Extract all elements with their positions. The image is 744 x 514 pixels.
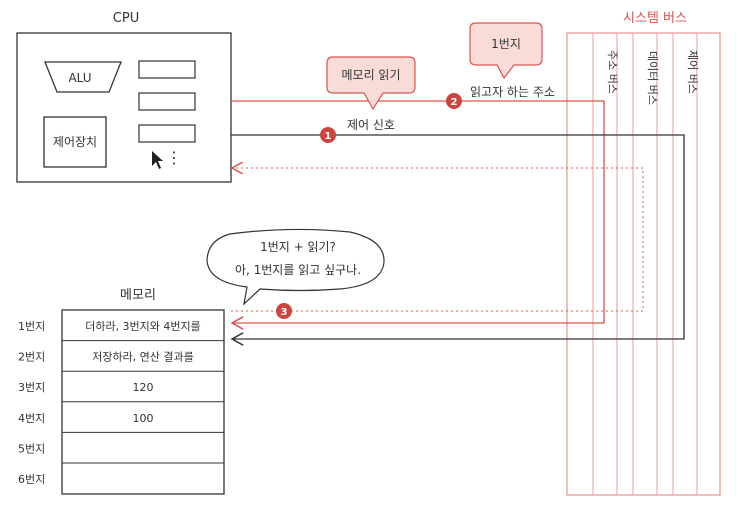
address-bubble-text: 1번지 — [491, 37, 521, 51]
alu-label: ALU — [68, 71, 91, 85]
step-1-marker — [320, 127, 336, 143]
control-unit-box — [43, 116, 107, 168]
control-signal-label: 제어 신호 — [347, 118, 395, 132]
control-signal-line — [231, 134, 685, 339]
address-signal-line — [231, 100, 605, 323]
memory-address-label: 3번지 — [18, 381, 45, 394]
register-3 — [138, 124, 196, 143]
step-1-number: 1 — [325, 131, 332, 142]
thought-line-2: 아, 1번지를 읽고 싶구나. — [235, 263, 361, 277]
memory-cell-value: 더하라, 3번지와 4번지를 — [85, 319, 201, 333]
step-2-number: 2 — [451, 97, 458, 108]
memory-read-bubble — [326, 56, 416, 111]
memory-address-label: 6번지 — [18, 473, 45, 486]
address-bubble — [469, 22, 543, 80]
memory-rows: 1번지 더하라, 3번지와 4번지를 2번지 저장하라, 연산 결과를 3번지 120 4번… — [18, 319, 224, 486]
data-bus-lane — [632, 32, 658, 496]
data-return-line — [231, 168, 644, 312]
address-bus-label: 주소 버스 — [606, 50, 619, 94]
memory-address-label: 5번지 — [18, 442, 45, 455]
memory-cell-value: 120 — [133, 381, 154, 394]
memory-cell-value: 100 — [133, 412, 154, 425]
data-bus-label: 데이터 버스 — [646, 51, 659, 105]
memory-address-label: 1번지 — [18, 320, 45, 333]
memory-cell-value: 저장하라, 연산 결과를 — [92, 350, 194, 364]
step-3-marker — [276, 303, 292, 319]
control-bus-label: 제어 버스 — [686, 50, 699, 94]
memory-read-bubble-text: 메모리 읽기 — [341, 68, 400, 82]
memory-title: 메모리 — [120, 288, 156, 303]
memory-address-label: 2번지 — [18, 351, 45, 364]
register-1 — [138, 60, 196, 79]
mouse-cursor-icon — [152, 151, 163, 169]
step-2-marker — [446, 93, 462, 109]
system-bus-title: 시스템 버스 — [623, 11, 687, 26]
memory-address-label: 4번지 — [18, 412, 45, 425]
control-bus-lane — [672, 32, 698, 496]
cpu-title: CPU — [113, 11, 139, 26]
address-signal-label: 읽고자 하는 주소 — [470, 85, 555, 99]
register-2 — [138, 92, 196, 111]
cpu-box — [16, 32, 232, 183]
control-unit-label: 제어장치 — [53, 135, 97, 149]
step-3-number: 3 — [281, 307, 288, 318]
thought-line-1: 1번지 + 읽기? — [260, 240, 336, 254]
alu-shape — [44, 61, 122, 93]
register-more-dots: ⋮ — [166, 148, 182, 167]
memory-thought-bubble — [206, 228, 385, 306]
address-bus-lane — [592, 32, 618, 496]
